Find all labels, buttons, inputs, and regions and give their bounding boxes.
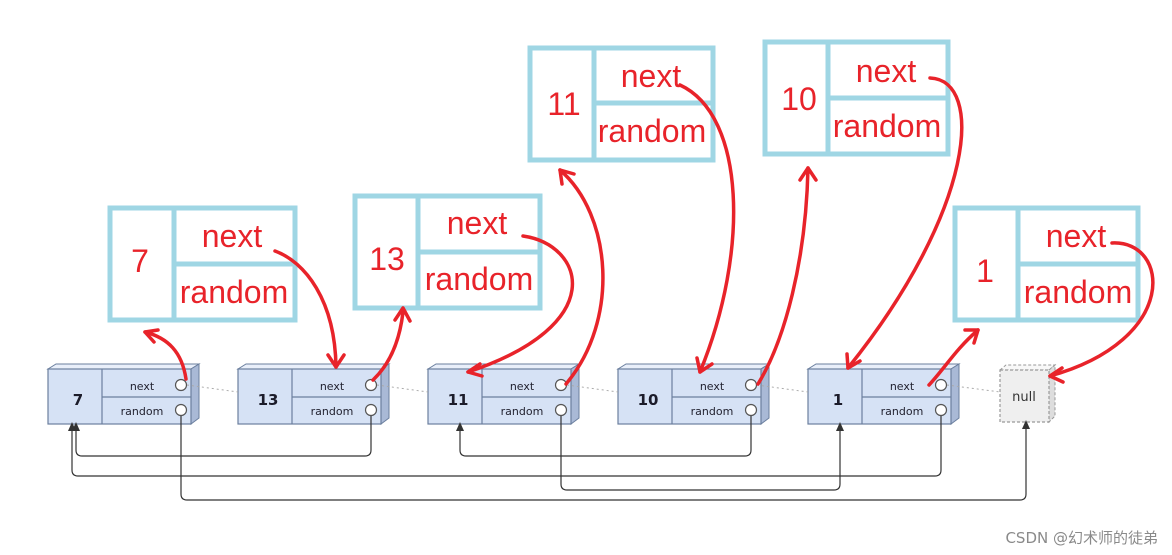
copied-node-random-label: random — [1024, 274, 1133, 310]
original-node-next-label: next — [890, 380, 915, 393]
original-node-value: 7 — [73, 391, 83, 409]
copied-node-next-label: next — [621, 58, 682, 94]
original-node-next-label: next — [510, 380, 535, 393]
copied-node-value: 10 — [781, 81, 817, 117]
original-node-next-label: next — [130, 380, 155, 393]
original-node-value: 13 — [258, 391, 279, 409]
copied-node-value: 7 — [131, 243, 149, 279]
original-next-pointers — [186, 384, 1001, 393]
original-node-10: 10 next random — [616, 363, 771, 425]
copied-node-7: 7 next random — [107, 205, 298, 323]
random-pointer-port — [934, 403, 948, 417]
null-label: null — [1012, 390, 1036, 405]
copied-node-value: 13 — [369, 241, 405, 277]
original-node-random-label: random — [691, 405, 734, 418]
copied-node-13: 13 next random — [352, 193, 543, 311]
copied-node-next-label: next — [856, 53, 917, 89]
random-pointer-port — [174, 403, 188, 417]
copied-node-random-label: random — [833, 108, 942, 144]
copied-node-random-label: random — [425, 261, 534, 297]
original-node-random-label: random — [121, 405, 164, 418]
null-node: null — [998, 363, 1057, 424]
copied-node-random-label: random — [180, 274, 289, 310]
next-pointer-port — [744, 378, 758, 392]
original-node-random-label: random — [881, 405, 924, 418]
copied-node-value: 1 — [976, 253, 994, 289]
copied-node-random-label: random — [598, 113, 707, 149]
original-node-1: 1 next random — [806, 363, 961, 425]
original-node-value: 1 — [833, 391, 843, 409]
next-pointer-port — [174, 378, 188, 392]
next-pointer-port — [934, 378, 948, 392]
random-pointer-port — [364, 403, 378, 417]
copied-node-next-label: next — [1046, 218, 1107, 254]
original-node-11: 11 next random — [426, 363, 581, 425]
red-annotation-arrows — [143, 76, 1155, 387]
original-node-random-label: random — [501, 405, 544, 418]
original-node-random-label: random — [311, 405, 354, 418]
original-node-value: 11 — [448, 391, 469, 409]
original-node-next-label: next — [700, 380, 725, 393]
original-random-pointers — [68, 416, 1030, 501]
copied-node-10: 10 next random — [762, 39, 951, 157]
watermark: CSDN @幻术师的徒弟 — [1005, 529, 1158, 547]
next-pointer-port — [364, 378, 378, 392]
original-node-7: 7 next random — [46, 363, 201, 425]
original-node-next-label: next — [320, 380, 345, 393]
copied-node-11: 11 next random — [527, 45, 716, 163]
copied-node-next-label: next — [202, 218, 263, 254]
random-pointer-port — [554, 403, 568, 417]
copied-node-next-label: next — [447, 205, 508, 241]
original-node-13: 13 next random — [236, 363, 391, 425]
copied-node-value: 11 — [547, 86, 580, 122]
random-pointer-port — [744, 403, 758, 417]
original-node-value: 10 — [638, 391, 659, 409]
copied-node-1: 1 next random — [952, 205, 1141, 323]
